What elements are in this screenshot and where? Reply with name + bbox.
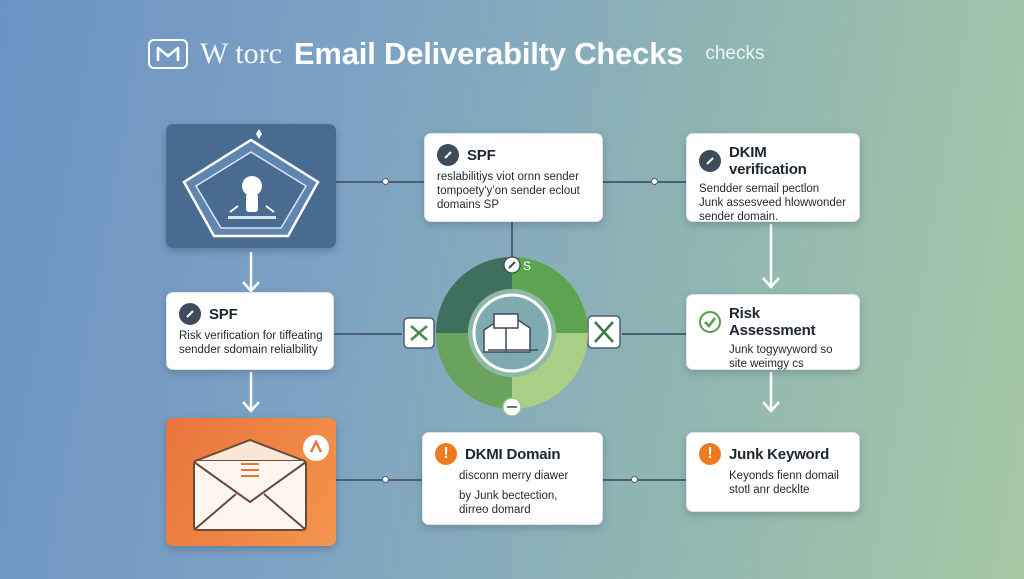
card-spf-top: SPF reslabilitiys viot ornn sender tompo… [424,133,603,222]
card-title: SPF [467,146,496,164]
page-title: Email Deliverabilty Checks [293,36,684,71]
connector-line [511,222,513,260]
connector-dot [631,476,638,483]
checkmark-icon [699,311,721,333]
card-body: Keyonds fienn domail stotl anr decklte [699,469,847,497]
card-junk-keyword: ! Junk Keyword Keyonds fienn domail stot… [686,432,860,512]
connector-line [603,181,686,183]
card-title: DKMI Domain [465,445,561,463]
card-spf-mid: SPF Risk verification for tiffeating sen… [166,292,334,370]
card-risk-assessment: Risk Assessment Junk togywyword so site … [686,294,860,370]
card-text-line: stotl anr decklte [729,484,810,496]
card-body: reslabilitiys viot ornn sender tompoety'… [437,170,590,212]
card-text-line: sender domain. [699,211,779,223]
card-body: Sendder semail pectlon Junk assesveed hl… [699,182,847,224]
connector-line [622,333,686,335]
card-text-line: reslabilitiys viot ornn sender [437,171,579,183]
security-tile [166,124,336,248]
down-arrow-icon [762,224,780,289]
card-text-line: Keyonds fienn domail [729,470,839,482]
card-text-line: Junk togywyword so [729,344,833,356]
warning-icon: ! [435,443,457,465]
tools-left-icon [403,317,435,349]
card-title: Junk Keyword [729,445,830,463]
tools-right-icon [587,315,621,349]
card-text-line: dirreo domard [459,504,531,516]
card-text-line: by Junk bectection, [459,490,558,502]
card-text-line: disconn merry diawer [459,470,569,482]
central-hub: S [403,256,621,417]
card-text-line: site weimgy cs [729,358,804,370]
title-prefix: W torc [200,37,282,70]
card-body: Junk togywyword so site weimgy cs [699,343,847,371]
connector-dot [651,178,658,185]
connector-dot [382,178,389,185]
gauge-icon [179,303,201,325]
connector-line [603,479,686,481]
card-text-line: tompoety'y’on sender eclout [437,185,580,197]
warning-icon: ! [699,443,721,465]
envelope-icon [193,435,329,531]
card-title: SPF [209,305,238,323]
connector-line [336,479,424,481]
card-dkmi-domain: ! DKMI Domain disconn merry diawer by Ju… [422,432,603,525]
down-arrow-icon [762,372,780,413]
card-text-line: Risk verification for tiffeating [179,330,323,342]
card-body: disconn merry diawer by Junk bectection,… [435,469,590,517]
card-text-line: Sendder semail pectlon [699,183,820,195]
hub-badge-label: S [523,259,531,273]
title-row: W torc Email Deliverabilty Checks checks [148,34,764,74]
card-title: Risk Assessment [729,305,816,339]
title-suffix: checks [705,43,765,64]
gauge-icon [699,150,721,172]
card-text-line: Junk assesveed hlowwonder [699,197,847,209]
compass-icon [503,256,521,274]
minus-badge-icon [502,397,522,417]
card-title: DKIM verification [729,144,807,178]
connector-dot [382,476,389,483]
card-text-line: domains SP [437,199,500,211]
mail-logo-icon [148,39,188,69]
gauge-icon [437,144,459,166]
domain-building-icon [483,313,538,353]
down-arrow-icon [242,372,260,413]
connector-line [334,333,402,335]
card-dkim-verification: DKIM verification Sendder semail pectlon… [686,133,860,224]
connector-line [336,181,424,183]
down-arrow-icon [242,252,260,293]
card-body: Risk verification for tiffeating sendder… [179,329,323,357]
security-user-icon [182,129,320,238]
card-text-line: sendder sdomain relialbility [179,344,318,356]
email-envelope-tile [166,418,336,546]
